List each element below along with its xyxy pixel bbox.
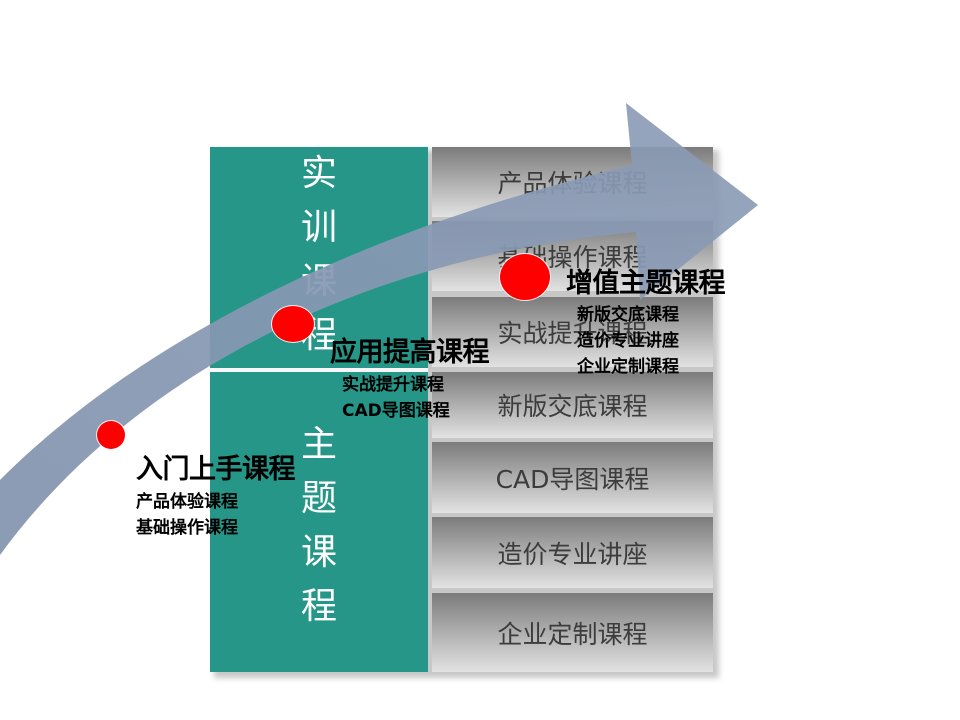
course-row: 企业定制课程: [432, 593, 713, 672]
stage-item: 新版交底课程: [577, 305, 679, 325]
course-row: 造价专业讲座: [432, 517, 713, 588]
course-row: CAD导图课程: [432, 442, 713, 513]
training-label-char: 实: [300, 153, 337, 194]
stage-title-intermediate: 应用提高课程: [330, 337, 490, 368]
theme-label-char: 课: [300, 532, 337, 573]
stage-item: 造价专业讲座: [577, 331, 679, 351]
stage-dot-beginner: [97, 421, 125, 449]
course-row: 新版交底课程: [432, 372, 713, 438]
course-row: 实战提升课程: [432, 297, 713, 367]
stage-dot-intermediate: [272, 306, 314, 342]
stage-item: 产品体验课程: [136, 492, 238, 512]
stage-item: CAD导图课程: [342, 401, 450, 421]
stage-title-beginner: 入门上手课程: [136, 454, 296, 485]
stage-item: 实战提升课程: [342, 375, 444, 395]
column-divider: [210, 368, 428, 372]
stage-dot-advanced: [500, 254, 550, 300]
stage-item: 企业定制课程: [577, 357, 679, 377]
stage-item: 基础操作课程: [136, 518, 238, 538]
progress-arrow-shape: [0, 103, 758, 555]
theme-label-char: 程: [300, 586, 337, 627]
theme-label-char: 主: [300, 424, 337, 465]
stage-title-advanced: 增值主题课程: [566, 268, 726, 299]
training-label-char: 训: [300, 207, 337, 248]
theme-label-char: 题: [300, 478, 337, 519]
theme-courses-column: 主 题 课 程: [210, 372, 428, 672]
